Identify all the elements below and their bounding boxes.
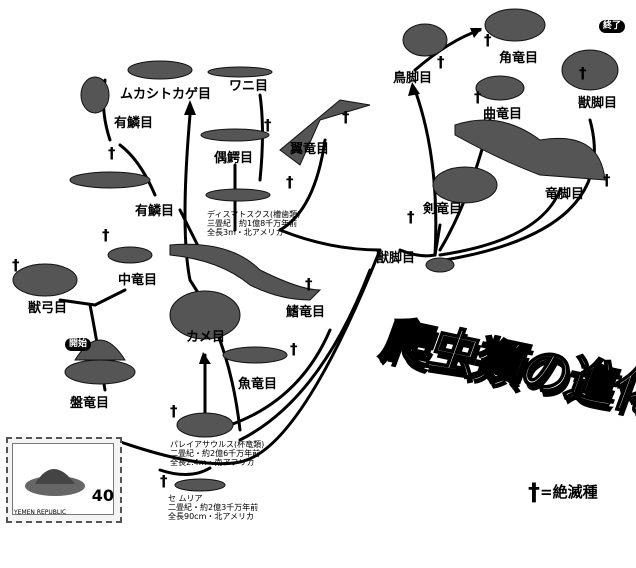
- dagger-icon: †: [603, 171, 611, 189]
- label-kenryu: 剣竜目: [423, 202, 463, 217]
- branch-seymouria: [158, 466, 212, 476]
- label-mukashitokage: ムカシトカゲ目: [120, 87, 212, 102]
- branch-juukyaku-root: [398, 248, 437, 258]
- branch-yokuryu: [278, 138, 327, 232]
- branch-root: [113, 248, 382, 466]
- legend: †=絶滅種: [528, 478, 598, 506]
- mesosaur-icon: [107, 246, 153, 264]
- arrow-wani: [184, 100, 196, 115]
- label-chokyaku: 鳥脚目: [393, 71, 433, 86]
- dagger-icon: †: [528, 478, 540, 506]
- caption-dismatosuchus: ディスマトスクス(槽歯類) 三畳紀・約1億8千万年前 全長3m・北アメリカ: [207, 210, 301, 238]
- theropod-icon: [561, 49, 619, 91]
- pareiasaurus-icon: [176, 412, 234, 438]
- dimetrodon-icon: [64, 359, 136, 385]
- label-wani: ワニ目: [229, 79, 269, 94]
- dimetrodon-stamp-icon: [25, 469, 85, 496]
- caption-seymouria: セ ムリア 二畳紀・約2億3千万年前 全長90cm・北アメリカ: [168, 494, 259, 522]
- dagger-icon: †: [342, 108, 350, 126]
- stegosaur-icon: [432, 166, 498, 204]
- dagger-icon: †: [305, 275, 313, 293]
- branch-juukyaku: [443, 118, 596, 262]
- branch-ryukyaku: [438, 188, 562, 257]
- dagger-icon: †: [579, 64, 587, 82]
- dagger-icon: †: [170, 402, 178, 420]
- label-kame: カメ目: [186, 330, 226, 345]
- start-badge: 開始: [65, 338, 92, 351]
- sauropod-icon: [454, 119, 606, 181]
- dismatosuchus-icon: [205, 188, 271, 202]
- arrow-kakuryu: [470, 28, 482, 38]
- end-badge: 終了: [599, 20, 626, 33]
- arrow-chokyaku: [408, 82, 420, 96]
- label-juukyaku: 獣脚目: [578, 96, 618, 111]
- dagger-icon: †: [264, 116, 272, 134]
- label-yuurin: 有鱗目: [135, 204, 175, 219]
- dagger-icon: †: [108, 144, 116, 162]
- label-juukyuu: 獣弓目: [28, 301, 68, 316]
- dagger-icon: †: [407, 208, 415, 226]
- label-juukyaku-root: 獣脚目: [376, 251, 416, 266]
- label-kyokuryu: 曲竜目: [483, 107, 523, 122]
- turtle-icon: [169, 290, 241, 340]
- dagger-icon: †: [286, 173, 294, 191]
- branch-kenryu: [433, 223, 442, 257]
- pterosaur-icon: [279, 99, 371, 166]
- label-kaigaku: 偶鰐目: [214, 151, 254, 166]
- dagger-icon: †: [160, 472, 168, 490]
- ceratopsian-icon: [484, 8, 546, 42]
- label-chuuryu: 中竜目: [118, 273, 158, 288]
- diagram-canvas: ムカシトカゲ目 ワニ目 有鱗目 偶鰐目 翼竜目 有鱗目 鳥脚目 角竜目 獣脚目 …: [6, 8, 636, 523]
- branch-upper: [183, 113, 242, 432]
- postage-stamp: 40 YEMEN REPUBLIC: [6, 437, 122, 523]
- mosasaur-icon: [69, 171, 151, 189]
- tuatara-icon: [127, 60, 193, 80]
- therapsid-icon: [12, 263, 78, 297]
- dagger-icon: †: [102, 226, 110, 244]
- label-kubinaga: 鰭竜目: [286, 305, 326, 320]
- arrow-kame: [199, 352, 211, 364]
- dagger-icon: †: [12, 256, 20, 274]
- caption-paleiasaurus: パレイアサウルス(杯竜類) 二畳紀・約2億6千万年前 全長2.4m・南アフリカ: [170, 440, 265, 468]
- crocodile-icon: [207, 66, 273, 78]
- branch-yuurin-up: [118, 143, 157, 197]
- label-kakuryu: 角竜目: [499, 51, 539, 66]
- stamp-image: [12, 443, 114, 515]
- dagger-icon: †: [484, 31, 492, 49]
- lizard-icon: [80, 76, 110, 114]
- branch-lines: [12, 8, 619, 492]
- seymouria-icon: [174, 478, 226, 492]
- label-banryu: 盤竜目: [70, 396, 110, 411]
- dagger-icon: †: [290, 340, 298, 358]
- branch-chuuryu: [93, 288, 127, 307]
- small-theropod-icon: [425, 257, 455, 273]
- branch-chokyaku: [413, 88, 438, 257]
- label-yokuryu: 翼竜目: [290, 142, 330, 157]
- branch-kubinaga: [238, 268, 372, 442]
- branch-gyoryu: [228, 328, 332, 427]
- stamp-value: 40: [91, 486, 114, 505]
- plesiosaur-icon: [169, 243, 322, 301]
- ichthyosaur-icon: [222, 346, 288, 364]
- label-yuurin-upper: 有鱗目: [114, 116, 154, 131]
- gavial-icon: [200, 128, 270, 142]
- ornithopod-icon: [402, 23, 448, 57]
- dagger-icon: †: [437, 53, 445, 71]
- label-ryukyaku: 竜脚目: [545, 187, 585, 202]
- stamp-country: YEMEN REPUBLIC: [14, 509, 67, 516]
- branch-archo: [278, 228, 382, 252]
- legend-text: =絶滅種: [540, 483, 598, 501]
- ankylosaur-icon: [475, 75, 525, 101]
- dagger-icon: †: [474, 88, 482, 106]
- branch-juukyuu: [58, 298, 97, 307]
- label-gyoryu: 魚竜目: [238, 377, 278, 392]
